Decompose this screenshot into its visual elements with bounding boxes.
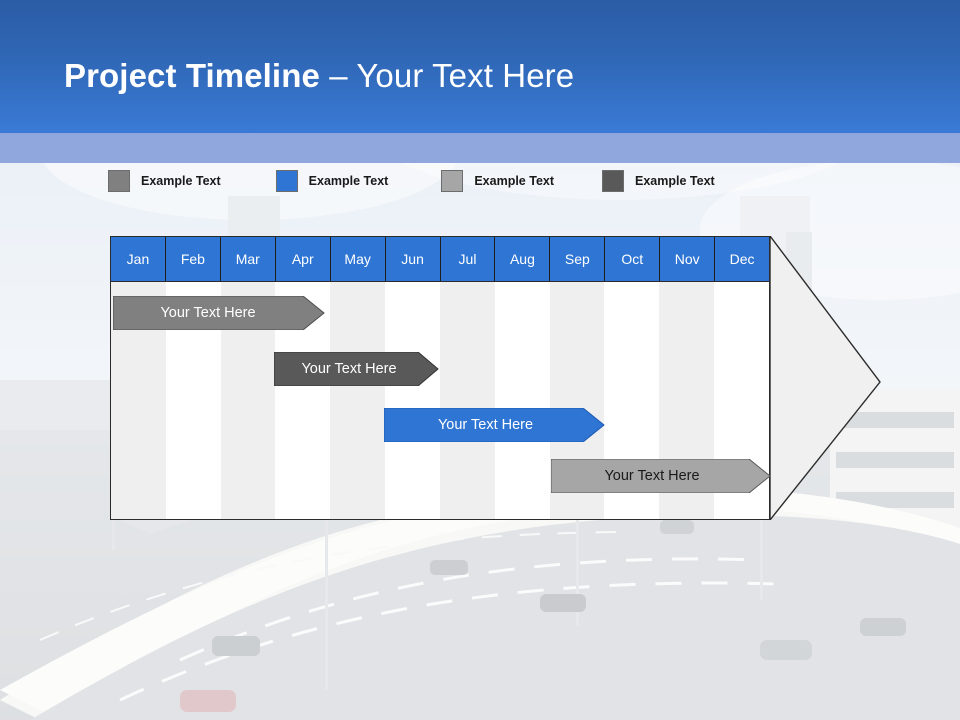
month-cell-dec[interactable]: Dec <box>715 237 770 281</box>
legend-swatch-icon <box>602 170 625 192</box>
grid-column-may <box>330 282 386 519</box>
legend-item-label: Example Text <box>635 174 715 188</box>
legend-swatch-icon <box>441 170 464 192</box>
month-cell-feb[interactable]: Feb <box>165 237 221 281</box>
legend-item-label: Example Text <box>308 174 389 188</box>
month-cell-sep[interactable]: Sep <box>550 237 606 281</box>
month-cell-jun[interactable]: Jun <box>385 237 441 281</box>
month-cell-jan[interactable]: Jan <box>111 237 166 281</box>
grid-column-jan <box>111 282 166 519</box>
month-header-row: Jan Feb Mar Apr May Jun Jul Aug Sep Oct … <box>110 236 770 282</box>
grid-column-apr <box>275 282 331 519</box>
grid-column-aug <box>494 282 550 519</box>
page-title: Project Timeline – Your Text Here <box>64 56 574 96</box>
grid-column-mar <box>220 282 276 519</box>
legend-item-2[interactable]: Example Text <box>275 168 389 194</box>
legend-swatch-icon <box>108 170 130 192</box>
month-cell-aug[interactable]: Aug <box>495 237 551 281</box>
title-band <box>0 0 960 133</box>
grid-column-sep <box>549 282 605 519</box>
timeline-grid-body <box>110 282 770 520</box>
grid-column-oct <box>604 282 660 519</box>
page-title-bold: Project Timeline <box>64 57 320 94</box>
month-cell-jul[interactable]: Jul <box>440 237 496 281</box>
grid-column-dec <box>714 282 769 519</box>
month-cell-may[interactable]: May <box>330 237 386 281</box>
month-cell-apr[interactable]: Apr <box>275 237 331 281</box>
legend-item-1[interactable]: Example Text <box>108 168 221 194</box>
legend-item-4[interactable]: Example Text <box>602 168 715 194</box>
grid-column-nov <box>659 282 715 519</box>
page-title-separator: – <box>319 57 357 94</box>
grid-column-jun <box>385 282 440 519</box>
page-title-light: Your Text Here <box>356 57 575 94</box>
grid-column-feb <box>165 282 221 519</box>
legend-item-label: Example Text <box>141 174 221 188</box>
legend-item-label: Example Text <box>474 174 555 188</box>
month-cell-oct[interactable]: Oct <box>605 237 661 281</box>
legend-swatch-icon <box>275 170 298 192</box>
month-cell-mar[interactable]: Mar <box>220 237 276 281</box>
title-accent-band <box>0 133 960 163</box>
legend-item-3[interactable]: Example Text <box>441 168 554 194</box>
grid-column-jul <box>439 282 495 519</box>
timeline-chart: Jan Feb Mar Apr May Jun Jul Aug Sep Oct … <box>110 236 770 520</box>
timeline-arrowhead-icon <box>770 236 882 520</box>
month-cell-nov[interactable]: Nov <box>660 237 716 281</box>
chart-legend: Example Text Example Text Example Text E… <box>108 168 715 194</box>
